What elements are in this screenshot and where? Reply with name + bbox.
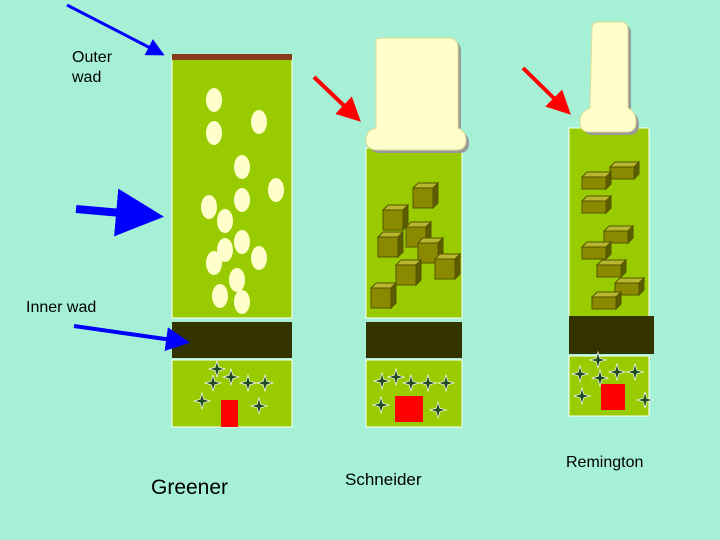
schneider-label: Schneider — [345, 470, 422, 489]
greener-inner-wad — [172, 322, 292, 358]
remington-wad-arrow — [521, 66, 571, 115]
pellet-pointer-arrow — [75, 188, 164, 237]
greener-cartridge — [171, 54, 293, 428]
greener-outer-wad — [172, 54, 292, 60]
outer-wad-pointer-arrow — [66, 3, 165, 56]
schneider-primer — [395, 396, 423, 422]
remington-label: Remington — [566, 454, 644, 471]
greener-primer — [221, 400, 238, 427]
inner-wad-label: Inner wad — [26, 299, 97, 316]
schneider-wad-arrow — [312, 75, 361, 122]
schneider-cartridge — [365, 37, 469, 428]
greener-label: Greener — [151, 476, 229, 499]
remington-outer-wad — [579, 21, 639, 135]
remington-primer — [601, 384, 625, 410]
greener-pellets — [201, 88, 284, 314]
remington-cartridge — [568, 21, 654, 417]
remington-inner-wad — [569, 316, 654, 354]
schneider-inner-wad — [366, 322, 462, 358]
outer-wad-label: Outer wad — [72, 49, 113, 86]
schneider-outer-wad — [365, 37, 469, 153]
inner-wad-pointer-arrow — [73, 324, 190, 352]
